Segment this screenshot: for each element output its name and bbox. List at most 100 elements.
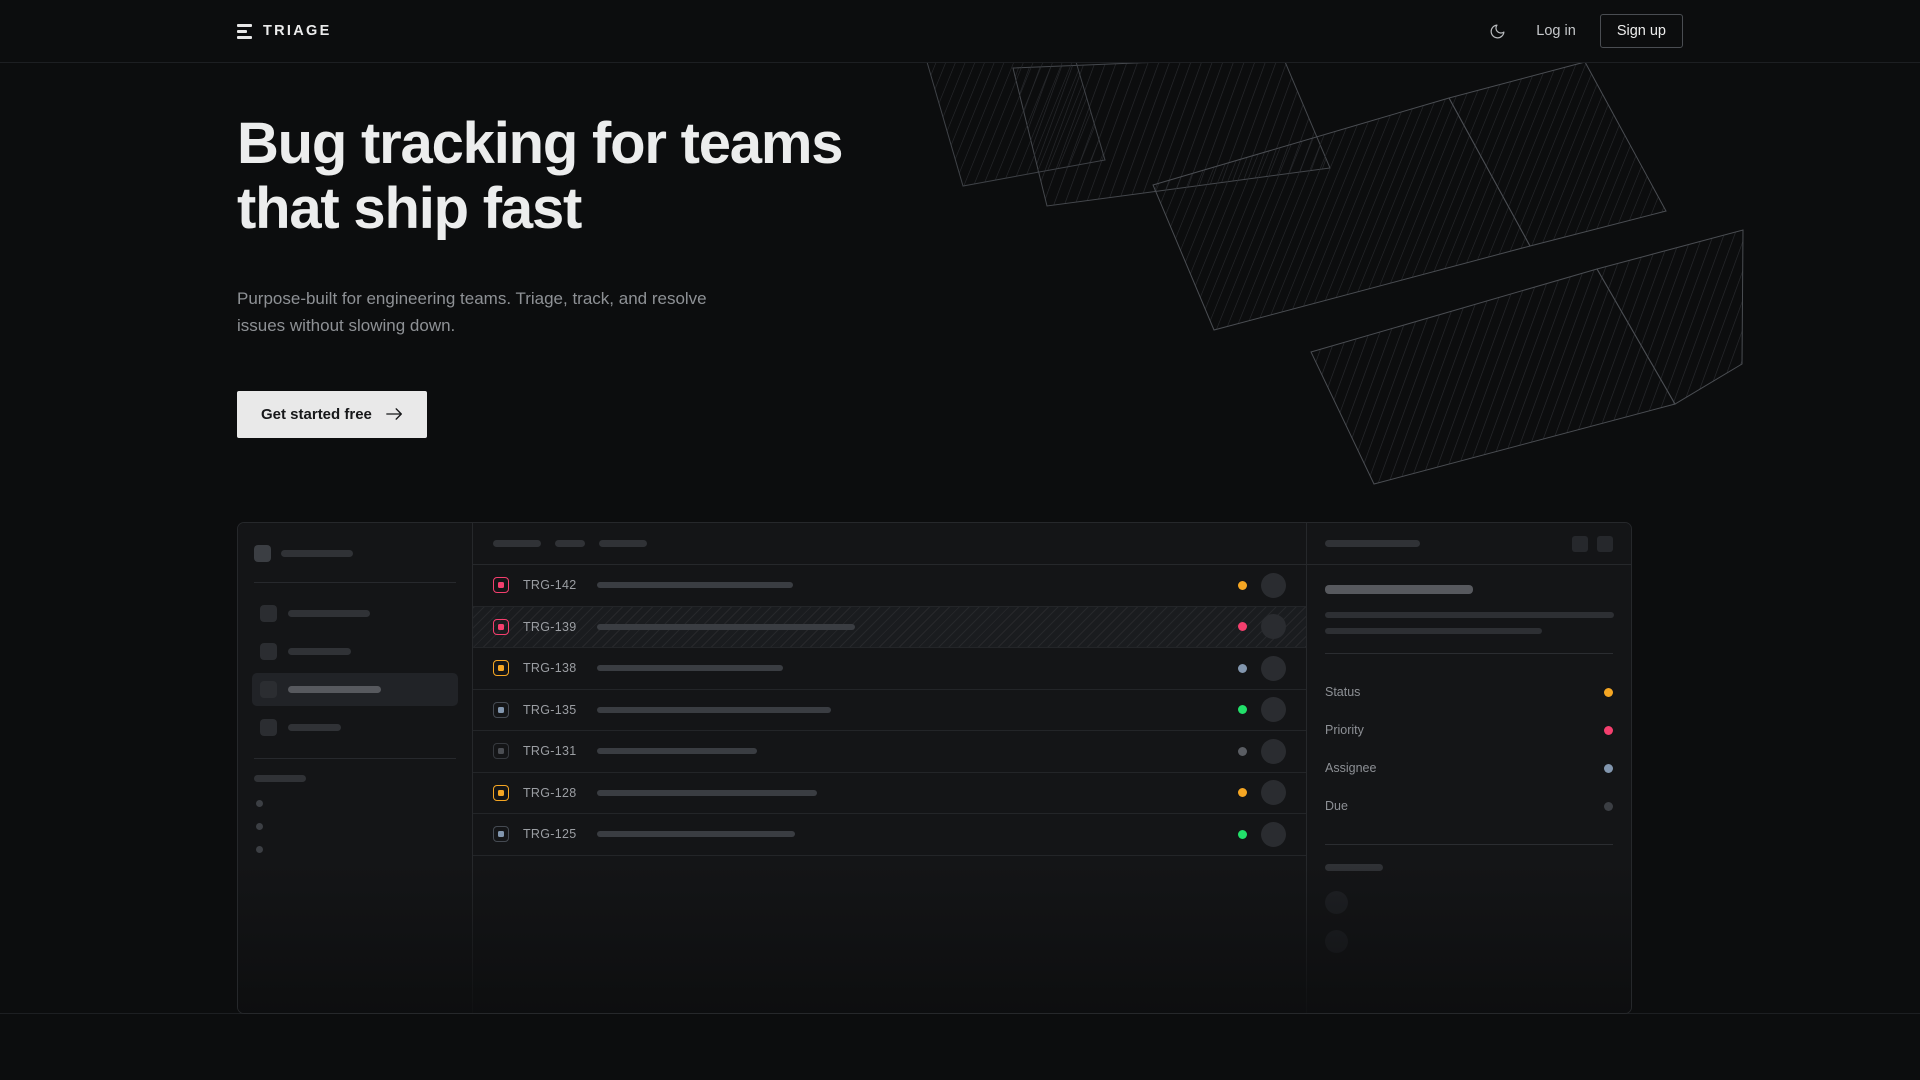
detail-action-1[interactable] bbox=[1572, 535, 1588, 552]
sidebar-item-1[interactable] bbox=[252, 597, 458, 630]
description-line-2 bbox=[1325, 628, 1542, 634]
issue-id: TRG-131 bbox=[523, 744, 577, 759]
comment-item-1[interactable] bbox=[1325, 883, 1613, 922]
priority-indicator-icon[interactable] bbox=[493, 826, 509, 843]
detail-field-label: Due bbox=[1325, 799, 1348, 813]
list-filter-chip-2[interactable] bbox=[555, 540, 585, 547]
sidebar-item-3[interactable] bbox=[252, 673, 458, 706]
mock-sidebar-workspace[interactable] bbox=[252, 539, 458, 568]
sidebar-item-4[interactable] bbox=[252, 711, 458, 744]
sidebar-sublist-item-2[interactable] bbox=[252, 815, 458, 838]
detail-divider-1 bbox=[1325, 653, 1613, 654]
avatar[interactable] bbox=[1261, 655, 1286, 681]
sidebar-sublist-item-3[interactable] bbox=[252, 838, 458, 861]
sidebar-sublist-item-1[interactable] bbox=[252, 792, 458, 815]
table-row[interactable]: TRG-131 bbox=[473, 731, 1306, 773]
detail-field-status[interactable]: Status bbox=[1325, 673, 1613, 711]
issue-id: TRG-138 bbox=[523, 661, 577, 676]
issue-id: TRG-128 bbox=[523, 785, 577, 800]
sidebar-item-icon bbox=[260, 681, 277, 698]
sidebar-item-label bbox=[288, 724, 341, 731]
signup-button[interactable]: Sign up bbox=[1599, 14, 1683, 48]
status-badge bbox=[1238, 788, 1247, 798]
page-title: Bug tracking for teams that ship fast bbox=[237, 111, 843, 242]
headline-line-2: that ship fast bbox=[237, 175, 582, 241]
sidebar-item-label bbox=[288, 610, 370, 617]
login-link[interactable]: Log in bbox=[1536, 23, 1576, 39]
row-meta bbox=[1238, 697, 1286, 723]
priority-indicator-icon[interactable] bbox=[493, 618, 509, 635]
avatar[interactable] bbox=[1261, 821, 1286, 847]
table-row[interactable]: TRG-138 bbox=[473, 648, 1306, 690]
detail-field-assignee[interactable]: Assignee bbox=[1325, 749, 1613, 787]
priority-indicator-icon[interactable] bbox=[493, 660, 509, 677]
sidebar-section-label bbox=[252, 773, 458, 792]
issue-id: TRG-142 bbox=[523, 578, 577, 593]
avatar[interactable] bbox=[1261, 780, 1286, 806]
avatar bbox=[1325, 930, 1348, 953]
sidebar-item-2[interactable] bbox=[252, 635, 458, 668]
sidebar-divider-bottom bbox=[254, 758, 456, 759]
brand-logo[interactable]: TRIAGE bbox=[237, 23, 332, 39]
top-navigation-bar: TRIAGE Log in Sign up bbox=[0, 0, 1920, 63]
row-meta bbox=[1238, 655, 1286, 681]
brand-name: TRIAGE bbox=[263, 23, 332, 39]
sidebar-item-icon bbox=[260, 719, 277, 736]
table-row[interactable]: TRG-135 bbox=[473, 690, 1306, 731]
table-row[interactable]: TRG-142 bbox=[473, 565, 1306, 607]
table-row[interactable]: TRG-139 bbox=[473, 606, 1306, 648]
issue-title-skeleton bbox=[597, 582, 793, 589]
sidebar-item-icon bbox=[260, 643, 277, 660]
avatar[interactable] bbox=[1261, 738, 1286, 764]
priority-indicator-icon[interactable] bbox=[493, 784, 509, 801]
table-row[interactable]: TRG-128 bbox=[473, 773, 1306, 814]
priority-indicator-icon[interactable] bbox=[493, 577, 509, 594]
headline-line-1: Bug tracking for teams bbox=[237, 111, 843, 176]
sidebar-item-icon bbox=[260, 605, 277, 622]
list-filter-chip-3[interactable] bbox=[599, 540, 647, 547]
detail-field-value-dot bbox=[1604, 801, 1613, 811]
detail-panel-header bbox=[1307, 523, 1631, 565]
issue-id: TRG-135 bbox=[523, 702, 577, 717]
detail-field-priority[interactable]: Priority bbox=[1325, 711, 1613, 749]
workspace-avatar-icon bbox=[254, 545, 271, 562]
detail-action-2[interactable] bbox=[1597, 535, 1613, 552]
detail-field-label: Status bbox=[1325, 685, 1361, 699]
issue-title-skeleton bbox=[597, 623, 855, 630]
status-badge bbox=[1238, 622, 1247, 632]
avatar[interactable] bbox=[1261, 572, 1286, 598]
issue-title-skeleton bbox=[597, 831, 795, 838]
table-row[interactable]: TRG-125 bbox=[473, 814, 1306, 856]
detail-field-due[interactable]: Due bbox=[1325, 787, 1613, 825]
mock-sidebar-nav bbox=[252, 597, 458, 744]
moon-icon[interactable] bbox=[1482, 16, 1512, 46]
stacked-bars-icon bbox=[237, 23, 252, 39]
avatar[interactable] bbox=[1261, 614, 1286, 640]
detail-field-value-dot bbox=[1604, 687, 1613, 697]
priority-indicator-icon[interactable] bbox=[493, 743, 509, 760]
row-meta bbox=[1238, 780, 1286, 806]
status-badge bbox=[1238, 829, 1247, 839]
detail-comments bbox=[1325, 883, 1613, 961]
priority-indicator-icon[interactable] bbox=[493, 701, 509, 718]
mock-sidebar-sublist bbox=[252, 792, 458, 861]
list-filter-chip-1[interactable] bbox=[493, 540, 541, 547]
nav-right-group: Log in Sign up bbox=[1482, 14, 1683, 48]
issue-title-skeleton bbox=[597, 789, 817, 796]
issue-id: TRG-139 bbox=[523, 619, 577, 634]
get-started-label: Get started free bbox=[261, 405, 372, 423]
sidebar-divider-top bbox=[254, 582, 456, 583]
detail-divider-2 bbox=[1325, 844, 1613, 845]
workspace-name-skeleton bbox=[281, 550, 353, 557]
mock-list-toolbar bbox=[473, 523, 1306, 565]
avatar[interactable] bbox=[1261, 697, 1286, 723]
comment-item-2[interactable] bbox=[1325, 922, 1613, 961]
bullet-icon bbox=[256, 800, 263, 807]
status-badge bbox=[1238, 663, 1247, 673]
get-started-button[interactable]: Get started free bbox=[237, 390, 427, 438]
